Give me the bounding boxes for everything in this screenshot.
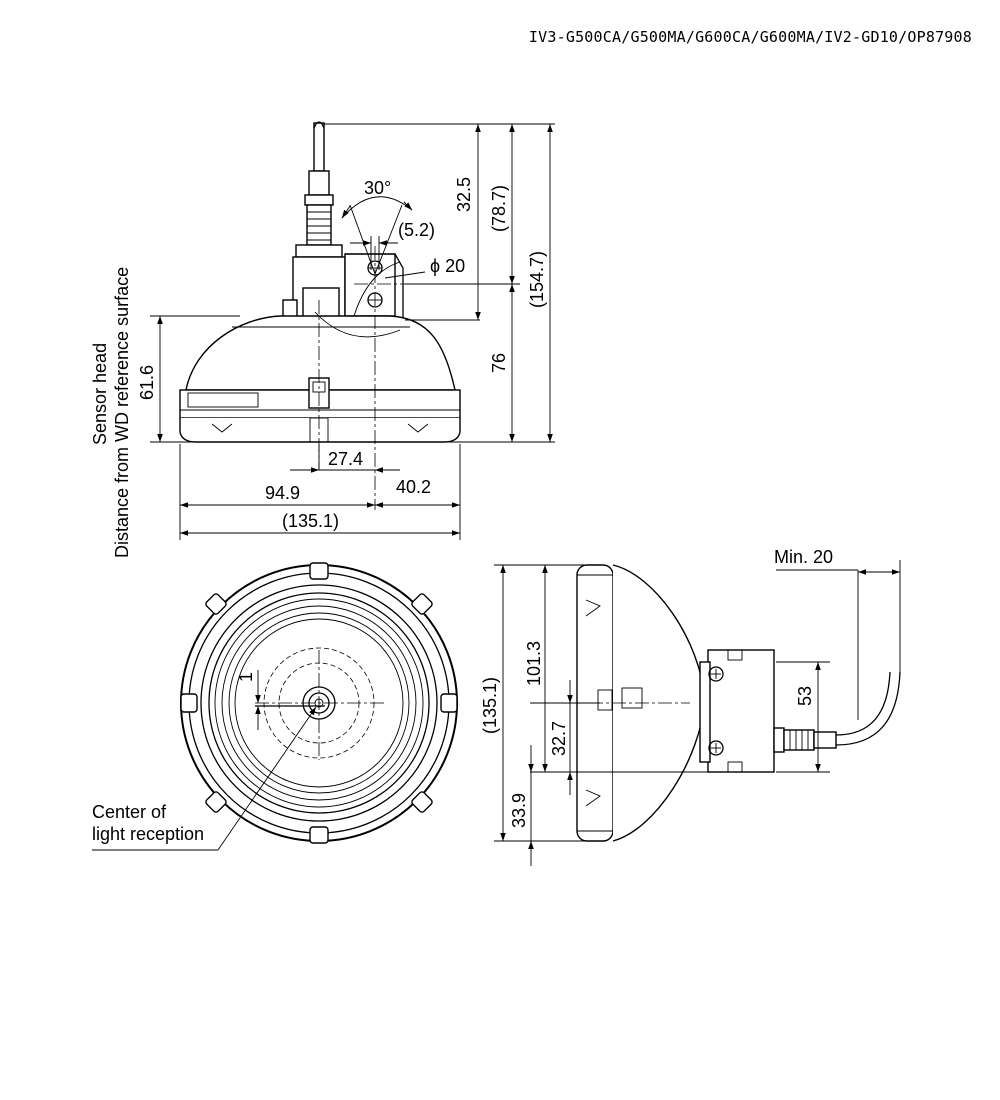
dim-phi-20: ϕ 20 [430, 256, 465, 276]
dim-154-7: (154.7) [527, 251, 547, 308]
dim-76: 76 [489, 353, 509, 373]
dim-32-5: 32.5 [454, 177, 474, 212]
wd-reference-label: Distance from WD reference surface [112, 267, 132, 558]
dim-5-2: (5.2) [398, 220, 435, 240]
right-view: Min. 20 (135.1) 101.3 32.7 33.9 53 [480, 547, 901, 866]
sensor-head-label: Sensor head [90, 343, 110, 445]
dim-40-2: 40.2 [396, 477, 431, 497]
dim-78-7: (78.7) [489, 185, 509, 232]
dim-135-1-bottom: (135.1) [282, 511, 339, 531]
mounting-bracket [344, 253, 404, 319]
center-label-line2: light reception [92, 824, 204, 844]
center-label-line1: Center of [92, 802, 167, 822]
side-view: 30° (5.2) ϕ 20 32.5 (78.7) 76 (154.7) 61… [90, 121, 555, 558]
dim-min-20: Min. 20 [774, 547, 833, 567]
front-view: 1 Center of light reception [92, 562, 458, 851]
dim-27-4: 27.4 [328, 449, 363, 469]
dim-61-6: 61.6 [137, 365, 157, 400]
dim-135-1-right: (135.1) [480, 677, 500, 734]
dim-1: 1 [236, 672, 256, 682]
dim-53: 53 [795, 686, 815, 706]
dim-angle-30: 30° [364, 178, 391, 198]
dim-101-3: 101.3 [524, 641, 544, 686]
dim-32-7: 32.7 [549, 721, 569, 756]
sensor-dome-body [179, 311, 461, 443]
model-number-header: IV3-G500CA/G500MA/G600CA/G600MA/IV2-GD10… [528, 28, 972, 46]
cable-connector [282, 121, 346, 319]
dim-94-9: 94.9 [265, 483, 300, 503]
dim-33-9: 33.9 [509, 793, 529, 828]
